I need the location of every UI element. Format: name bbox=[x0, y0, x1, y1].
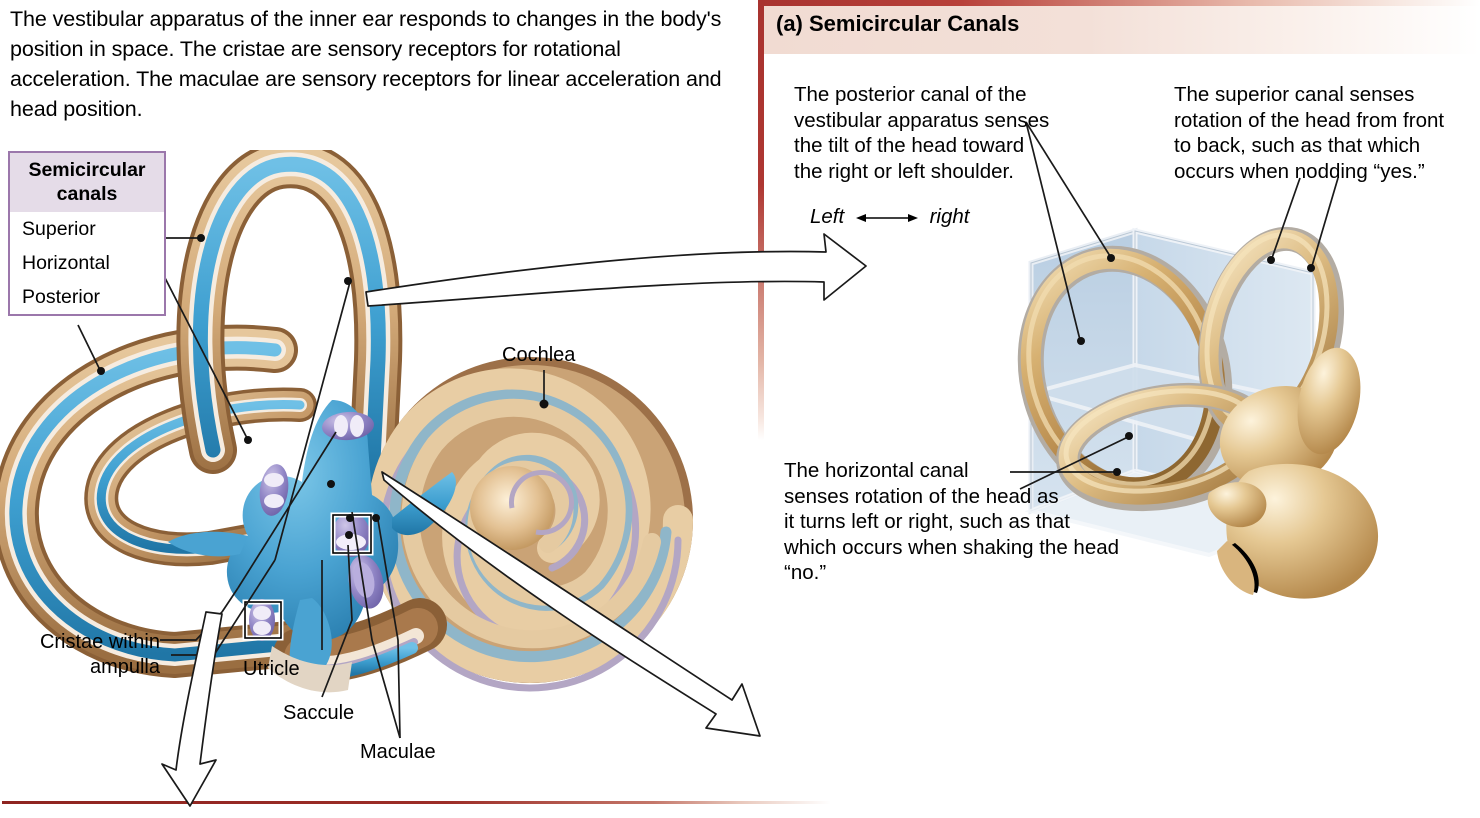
double-arrow-icon bbox=[855, 211, 918, 225]
note-horizontal-line4: which occurs when shaking the head bbox=[784, 535, 1120, 559]
label-cristae-within-ampulla: Cristae within ampulla bbox=[8, 630, 160, 680]
semicircular-canals-legend: Semicircular canals Superior Horizontal … bbox=[8, 151, 166, 316]
note-posterior-line4: the right or left shoulder. bbox=[794, 159, 1014, 183]
note-horizontal-canal: The horizontal canal senses rotation of … bbox=[784, 458, 1154, 586]
legend-item-horizontal: Horizontal bbox=[22, 252, 110, 274]
legend-title: Semicircular canals bbox=[10, 153, 164, 212]
note-posterior-line1: The posterior canal of the bbox=[794, 83, 1027, 106]
note-superior-line3: to back, such as that which bbox=[1174, 134, 1421, 157]
left-panel: The vestibular apparatus of the inner ea… bbox=[0, 7, 722, 763]
legend-title-line1: Semicircular bbox=[28, 159, 146, 181]
axis-label-right: right bbox=[929, 205, 970, 228]
note-superior-line4: occurs when nodding “yes.” bbox=[1174, 159, 1425, 183]
left-right-axis-annotation: Left right bbox=[810, 205, 970, 229]
legend-title-line2: canals bbox=[56, 183, 118, 205]
label-saccule: Saccule bbox=[283, 702, 355, 724]
intro-paragraph: The vestibular apparatus of the inner ea… bbox=[10, 7, 722, 121]
note-posterior-line3: the tilt of the head toward bbox=[794, 134, 1025, 157]
axis-label-left: Left bbox=[810, 205, 845, 228]
note-superior-line1: The superior canal senses bbox=[1174, 83, 1415, 106]
panel-left-rule bbox=[758, 0, 764, 440]
label-maculae: Maculae bbox=[360, 741, 436, 763]
note-horizontal-line2: senses rotation of the head as bbox=[784, 484, 1059, 508]
panel-header-bar bbox=[764, 6, 1480, 54]
note-posterior-canal: The posterior canal of the vestibular ap… bbox=[794, 82, 1082, 184]
panel-header-title: (a) Semicircular Canals bbox=[776, 11, 1020, 36]
note-superior-line2: rotation of the head from front bbox=[1174, 108, 1445, 132]
vestibule-bulb-3d bbox=[1207, 347, 1379, 599]
note-horizontal-line3: it turns left or right, such as that bbox=[784, 510, 1070, 533]
label-cristae-line1: Cristae within bbox=[39, 631, 160, 653]
panel-top-rule bbox=[758, 0, 1480, 6]
note-posterior-line2: vestibular apparatus senses bbox=[794, 108, 1050, 132]
note-horizontal-line1: The horizontal canal bbox=[784, 459, 969, 482]
legend-item-posterior: Posterior bbox=[22, 286, 101, 308]
right-panel: (a) Semicircular Canals bbox=[758, 0, 1480, 805]
label-cristae-line2: ampulla bbox=[89, 656, 160, 678]
label-cochlea: Cochlea bbox=[502, 344, 576, 366]
note-horizontal-line5: “no.” bbox=[784, 561, 827, 584]
bottom-rule bbox=[2, 801, 1480, 804]
label-utricle: Utricle bbox=[243, 658, 300, 680]
legend-item-superior: Superior bbox=[22, 218, 96, 240]
note-superior-canal: The superior canal senses rotation of th… bbox=[1174, 82, 1474, 184]
